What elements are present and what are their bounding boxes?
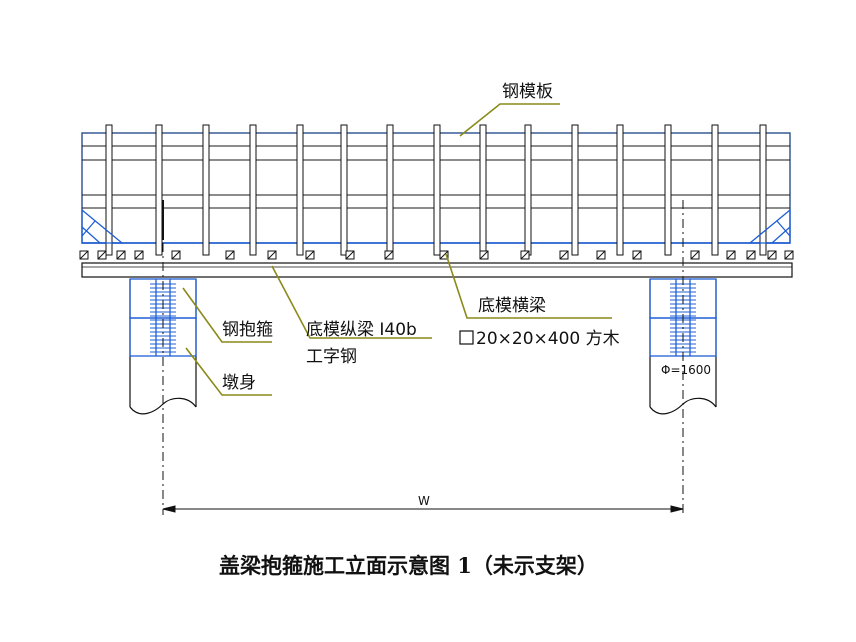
timber-square <box>767 250 777 260</box>
steel-hoops <box>129 278 717 357</box>
timber-square <box>305 250 315 260</box>
timber-symbol <box>459 330 474 345</box>
rebar <box>386 124 394 256</box>
longitudinal-label: 底模纵梁 I40b <box>306 320 417 340</box>
timber-square <box>726 250 736 260</box>
timber-label: 20×20×400 方木 <box>476 329 620 349</box>
timber-square <box>690 250 700 260</box>
steel-hoop-label: 钢抱箍 <box>222 320 273 340</box>
timber-square <box>225 250 235 260</box>
rebar <box>711 124 719 256</box>
rebar <box>202 124 210 256</box>
pier-label: 墩身 <box>222 373 256 393</box>
rebar <box>249 124 257 256</box>
longitudinal-i-beam <box>81 262 793 278</box>
rebar <box>105 124 113 256</box>
bottom-transverse-label: 底模横梁 <box>478 296 546 316</box>
timber-square <box>479 250 489 260</box>
vertical-rebars <box>105 124 767 256</box>
timber-square <box>384 250 394 260</box>
timber-square <box>97 250 107 260</box>
rebar <box>571 124 579 256</box>
timber-square <box>116 250 126 260</box>
diameter-label: Φ=1600 <box>661 363 711 377</box>
timber-square <box>171 250 181 260</box>
timber-square <box>267 250 277 260</box>
left-bracket <box>81 209 124 244</box>
transverse-timbers <box>79 250 794 260</box>
rebar <box>340 124 348 256</box>
pier-centerlines <box>162 200 684 515</box>
timber-square <box>784 250 794 260</box>
leader-lines <box>182 103 612 396</box>
timber-square <box>746 250 756 260</box>
rebar <box>616 124 624 256</box>
figure-caption: 盖梁抱箍施工立面示意图 1（未示支架） <box>219 553 598 578</box>
rebar <box>759 124 767 256</box>
width-label: W <box>418 494 430 508</box>
timber-square <box>559 250 569 260</box>
right-bracket <box>748 209 791 244</box>
timber-square <box>345 250 355 260</box>
timber-square <box>632 250 642 260</box>
i-beam-label: 工字钢 <box>306 347 357 367</box>
rebar <box>479 124 487 256</box>
timber-square <box>439 250 449 260</box>
rebar <box>155 124 163 256</box>
rebar <box>664 124 672 256</box>
timber-square <box>134 250 144 260</box>
rebar <box>524 124 532 256</box>
rebar <box>296 124 304 256</box>
timber-square <box>520 250 530 260</box>
timber-square <box>79 250 89 260</box>
rebar <box>433 124 441 256</box>
timber-square <box>596 250 606 260</box>
width-dimension <box>162 505 684 513</box>
steel-formwork-label: 钢模板 <box>502 82 553 102</box>
